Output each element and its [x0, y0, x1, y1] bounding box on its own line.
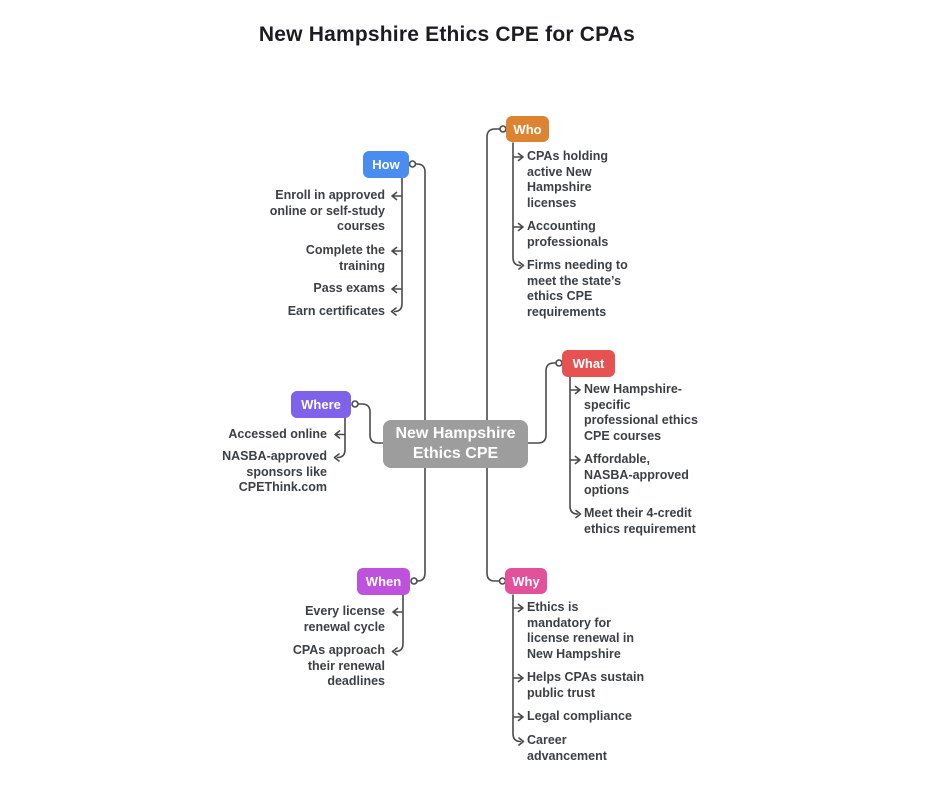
branch-node-where[interactable]: Where — [291, 391, 351, 418]
center-node[interactable]: New Hampshire Ethics CPE — [383, 420, 528, 468]
connector-center-how — [414, 163, 426, 421]
branch-node-why[interactable]: Why — [505, 568, 547, 594]
where-item-nasba-sponsors[interactable]: NASBA-approved sponsors like CPEThink.co… — [222, 449, 327, 494]
where-endpoint-dot — [351, 400, 359, 408]
connector-center-where — [357, 403, 384, 444]
branch-node-how[interactable]: How — [363, 151, 409, 178]
page-title: New Hampshire Ethics CPE for CPAs — [258, 23, 636, 46]
when-item-renewal-cycle[interactable]: Every license renewal cycle — [303, 604, 385, 634]
how-items-wire — [390, 177, 403, 316]
branch-node-what[interactable]: What — [562, 350, 615, 377]
branch-node-who[interactable]: Who — [506, 116, 549, 142]
why-item-career[interactable]: Career advancement — [527, 733, 607, 763]
connector-center-why — [486, 467, 500, 582]
how-item-complete[interactable]: Complete the training — [305, 243, 385, 273]
connector-center-when — [416, 467, 426, 582]
who-item-firms[interactable]: Firms needing to meet the state’s ethics… — [527, 258, 628, 319]
connector-center-who — [486, 128, 501, 421]
when-endpoint-dot — [410, 577, 418, 585]
what-item-four-credit[interactable]: Meet their 4-credit ethics requirement — [584, 506, 696, 536]
why-item-mandatory[interactable]: Ethics is mandatory for license renewal … — [527, 600, 634, 661]
who-item-accounting[interactable]: Accounting professionals — [527, 219, 609, 249]
how-endpoint-dot — [408, 160, 417, 168]
why-items-wire — [512, 594, 525, 746]
who-items-wire — [512, 142, 525, 270]
how-item-earn-certificates[interactable]: Earn certificates — [287, 304, 385, 318]
where-item-accessed-online[interactable]: Accessed online — [228, 427, 327, 441]
when-items-wire — [391, 594, 404, 656]
branch-node-when[interactable]: When — [357, 568, 410, 595]
why-item-public-trust[interactable]: Helps CPAs sustain public trust — [527, 670, 645, 700]
when-item-deadlines[interactable]: CPAs approach their renewal deadlines — [292, 643, 385, 688]
where-items-wire — [333, 417, 346, 462]
what-item-nh-specific[interactable]: New Hampshire- specific professional eth… — [584, 382, 698, 443]
how-item-enroll[interactable]: Enroll in approved online or self-study … — [269, 188, 385, 233]
what-item-affordable[interactable]: Affordable, NASBA-approved options — [584, 452, 689, 497]
how-item-pass-exams[interactable]: Pass exams — [313, 281, 385, 295]
what-items-wire — [569, 376, 582, 519]
why-item-legal-compliance[interactable]: Legal compliance — [527, 709, 632, 723]
connector-center-what — [527, 362, 557, 444]
who-item-cpas-holding[interactable]: CPAs holding active New Hampshire licens… — [527, 149, 609, 210]
